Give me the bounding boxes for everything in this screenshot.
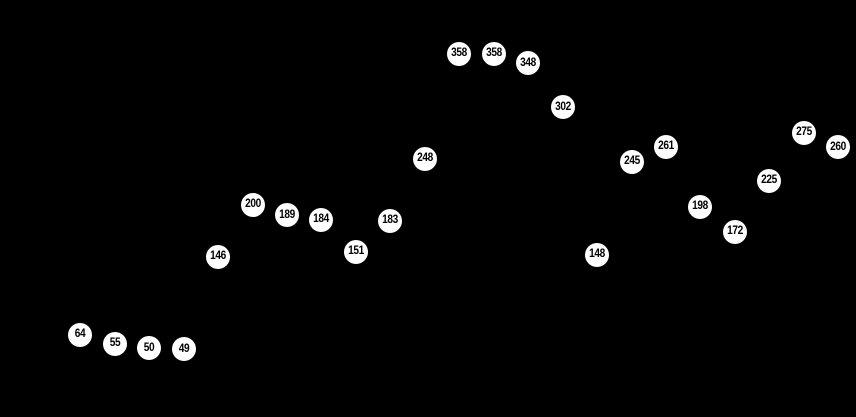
- data-point-value-label: 358: [451, 46, 468, 59]
- data-point-value-label: 50: [143, 341, 155, 354]
- data-point-marker: 64: [68, 322, 93, 347]
- data-point-value-label: 275: [795, 126, 812, 139]
- data-point-marker: 183: [378, 209, 403, 234]
- data-point-marker: 148: [585, 242, 610, 267]
- data-point-value-label: 260: [830, 140, 847, 153]
- data-point-value-label: 225: [761, 174, 778, 187]
- data-point-marker: 50: [137, 336, 162, 361]
- data-point-value-label: 348: [520, 56, 537, 69]
- data-point-value-label: 302: [554, 100, 571, 113]
- data-point-value-label: 183: [382, 214, 399, 227]
- data-point-marker: 146: [206, 244, 231, 269]
- data-point-marker: 260: [826, 135, 851, 160]
- data-point-marker: 189: [275, 203, 299, 228]
- data-point-marker: 261: [653, 134, 678, 159]
- data-point-marker: 184: [309, 208, 334, 233]
- data-point-value-label: 172: [726, 224, 743, 237]
- data-point-marker: 348: [516, 51, 541, 76]
- data-point-value-label: 198: [692, 200, 709, 213]
- data-point-marker: 172: [722, 219, 747, 244]
- data-point-value-label: 55: [109, 336, 121, 349]
- data-point-value-label: 189: [279, 208, 295, 221]
- data-point-marker: 248: [412, 146, 437, 171]
- data-point-marker: 358: [481, 41, 506, 66]
- data-point-marker: 200: [240, 192, 265, 217]
- data-point-value-label: 151: [347, 245, 364, 257]
- data-point-marker: 275: [791, 121, 816, 146]
- data-point-value-label: 261: [658, 139, 674, 152]
- data-point-value-label: 184: [313, 213, 330, 226]
- data-point-marker: 198: [688, 194, 713, 219]
- data-point-value-label: 245: [623, 155, 640, 168]
- data-point-marker: 151: [343, 239, 368, 264]
- data-point-marker: 302: [550, 95, 575, 120]
- data-point-value-label: 146: [210, 249, 227, 262]
- data-point-marker: 49: [171, 337, 196, 362]
- data-point-value-label: 358: [485, 46, 502, 59]
- data-point-value-label: 248: [416, 152, 433, 165]
- data-point-value-label: 200: [244, 198, 261, 211]
- data-point-value-label: 64: [75, 328, 86, 341]
- data-point-marker: 358: [447, 41, 472, 66]
- data-point-value-label: 49: [178, 342, 189, 355]
- data-point-marker: 55: [102, 331, 127, 356]
- data-point-marker: 225: [757, 168, 782, 193]
- data-point-marker: 245: [619, 149, 644, 174]
- data-point-value-label: 148: [589, 247, 605, 260]
